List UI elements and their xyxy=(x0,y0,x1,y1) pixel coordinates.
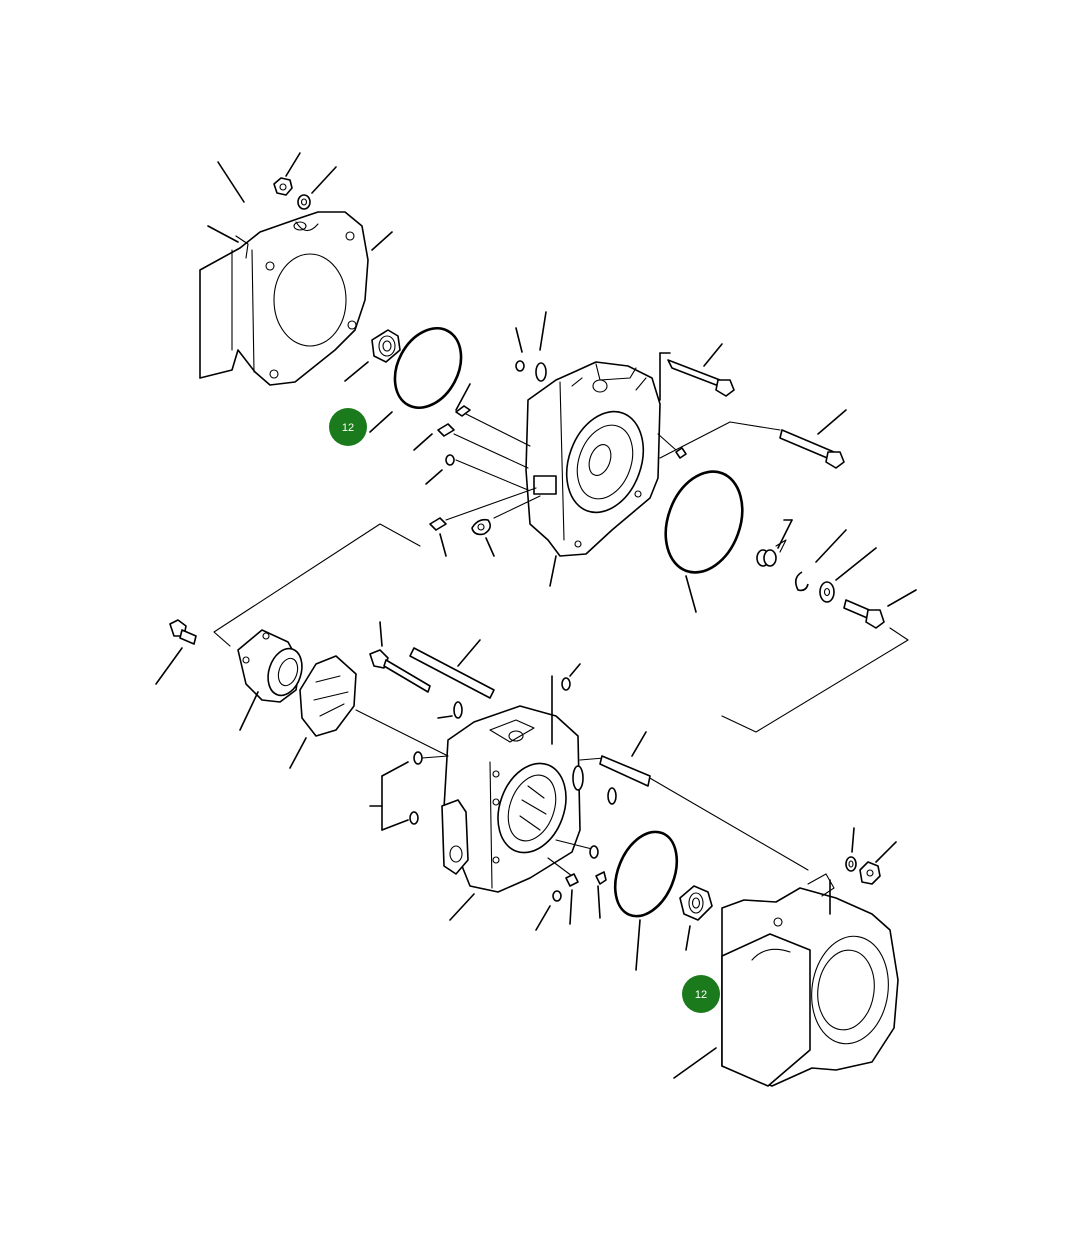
upper-far-right-bolt xyxy=(779,409,847,469)
lower-right-nut xyxy=(859,841,897,885)
lower-boundary-line xyxy=(721,627,909,733)
upper-end-cover xyxy=(199,211,369,386)
upper-o-ring-right xyxy=(664,470,744,574)
callout-12-upper[interactable]: 12 xyxy=(329,408,367,446)
upper-o-ring-large xyxy=(393,327,463,409)
upper-small-parts xyxy=(429,360,687,536)
lower-impeller xyxy=(289,655,357,769)
upper-boundary-line xyxy=(213,523,421,647)
upper-washer xyxy=(297,194,311,210)
upper-right-small-bolt xyxy=(843,589,917,629)
lower-long-bolt-1 xyxy=(369,621,431,693)
callout-12-lower[interactable]: 12 xyxy=(682,975,720,1013)
lower-left-bolt xyxy=(155,619,197,685)
lower-right-housing xyxy=(673,873,899,1087)
callout-12-upper-label: 12 xyxy=(342,422,354,434)
lower-o-ring-leader xyxy=(635,919,641,971)
upper-body-leaders xyxy=(413,311,731,587)
lower-bearing xyxy=(679,885,713,951)
upper-right-bolt xyxy=(667,359,735,397)
upper-bearing xyxy=(371,329,401,363)
lower-right-washer xyxy=(845,827,857,872)
lower-o-ring-large xyxy=(613,830,679,918)
lower-small-oring-top xyxy=(437,663,581,719)
callout-12-upper-circle[interactable] xyxy=(329,408,367,446)
lower-long-bolt-2 xyxy=(409,639,495,699)
upper-pump-body xyxy=(525,361,661,557)
lower-body-leaders xyxy=(355,709,809,931)
lower-flange-coupling xyxy=(237,629,303,731)
lower-stud xyxy=(599,731,651,787)
upper-right-washers xyxy=(756,519,877,603)
callout-12-lower-label: 12 xyxy=(695,989,707,1001)
lower-pump-body xyxy=(441,675,584,893)
upper-nut xyxy=(273,177,293,196)
upper-leader-lines xyxy=(207,152,393,433)
callout-12-lower-circle[interactable] xyxy=(682,975,720,1013)
lower-small-parts xyxy=(409,751,617,902)
upper-o-ring-right-leader xyxy=(685,575,697,613)
